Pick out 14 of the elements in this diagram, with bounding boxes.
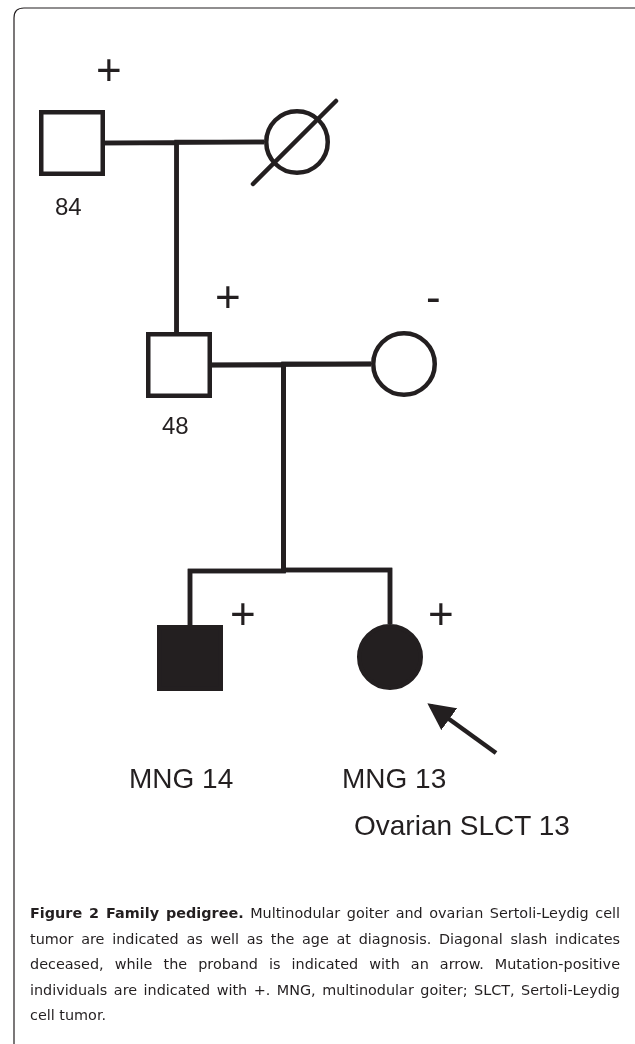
- mutation-sign: +: [428, 592, 454, 636]
- mutation-sign: -: [426, 275, 441, 319]
- mutation-sign: +: [230, 592, 256, 636]
- diagnosis-label: Ovarian SLCT 13: [354, 812, 570, 840]
- mutation-sign: +: [215, 275, 241, 319]
- diagnosis-label: MNG 13: [342, 765, 447, 793]
- pedigree-line: [281, 361, 393, 624]
- figure-caption: Figure 2 Family pedigree. Multinodular goiter and ovarian Sertoli-Leydig cell tumor are indicated as well as the age at diagnosis. Diagonal slash indicates deceased, while the proband is indicated with an arrow. Mutation-positive individuals are indicated with +. MNG, multinodular goiter; SLCT, Sertoli-Leydig cell tumor.: [30, 904, 620, 1025]
- diagnosis-label: MNG 14: [129, 765, 234, 793]
- mutation-sign: +: [96, 48, 122, 92]
- age-label: 48: [162, 414, 189, 438]
- age-label: 84: [55, 195, 82, 219]
- proband-arrow: [427, 703, 498, 755]
- pedigree-line: [174, 139, 264, 332]
